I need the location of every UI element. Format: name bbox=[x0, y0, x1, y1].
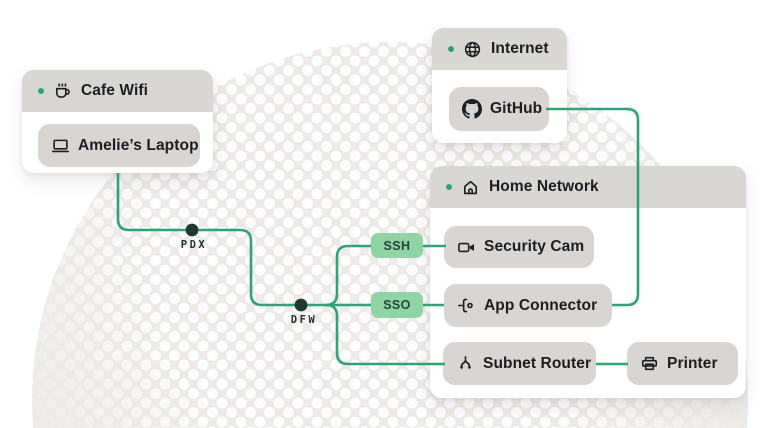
globe-icon bbox=[464, 41, 481, 57]
printer-icon bbox=[641, 356, 658, 371]
device-label: Amelie’s Laptop bbox=[78, 136, 199, 154]
sso-connection-badge: SSO bbox=[371, 292, 423, 318]
cafe-wifi-header: Cafe Wifi bbox=[22, 70, 213, 112]
relay-node-pdx-label: PDX bbox=[180, 239, 208, 251]
home-network-header: Home Network bbox=[430, 166, 746, 208]
device-label: Subnet Router bbox=[483, 354, 592, 372]
relay-node-dfw-label: DFW bbox=[290, 314, 318, 326]
online-status-dot bbox=[38, 88, 44, 94]
cafe-wifi-title: Cafe Wifi bbox=[81, 82, 149, 99]
device-subnet-router[interactable]: Subnet Router bbox=[443, 342, 596, 385]
online-status-dot bbox=[448, 46, 454, 52]
coffee-cup-icon bbox=[55, 82, 70, 98]
internet-header: Internet bbox=[432, 28, 567, 70]
home-network-card: Home Network Security Cam App Connector bbox=[430, 166, 746, 398]
device-label: App Connector bbox=[484, 296, 598, 314]
device-printer[interactable]: Printer bbox=[627, 342, 738, 385]
ssh-connection-badge: SSH bbox=[371, 233, 423, 258]
app-connector-icon bbox=[457, 298, 473, 313]
home-network-title: Home Network bbox=[489, 178, 599, 195]
device-amelies-laptop[interactable]: Amelie’s Laptop bbox=[38, 124, 200, 167]
device-app-connector[interactable]: App Connector bbox=[444, 284, 612, 327]
device-github[interactable]: GitHub bbox=[449, 87, 549, 131]
video-camera-icon bbox=[458, 242, 475, 252]
github-icon bbox=[462, 99, 482, 119]
device-label: Printer bbox=[667, 354, 718, 372]
cafe-wifi-card: Cafe Wifi Amelie’s Laptop bbox=[22, 70, 213, 173]
device-label: Security Cam bbox=[484, 238, 585, 255]
internet-card: Internet GitHub bbox=[432, 28, 567, 143]
device-label: GitHub bbox=[490, 100, 543, 117]
subnet-router-icon bbox=[459, 355, 472, 370]
laptop-icon bbox=[51, 139, 70, 153]
home-icon bbox=[463, 180, 478, 194]
internet-title: Internet bbox=[491, 40, 549, 57]
device-security-cam[interactable]: Security Cam bbox=[444, 226, 594, 268]
online-status-dot bbox=[446, 184, 452, 190]
